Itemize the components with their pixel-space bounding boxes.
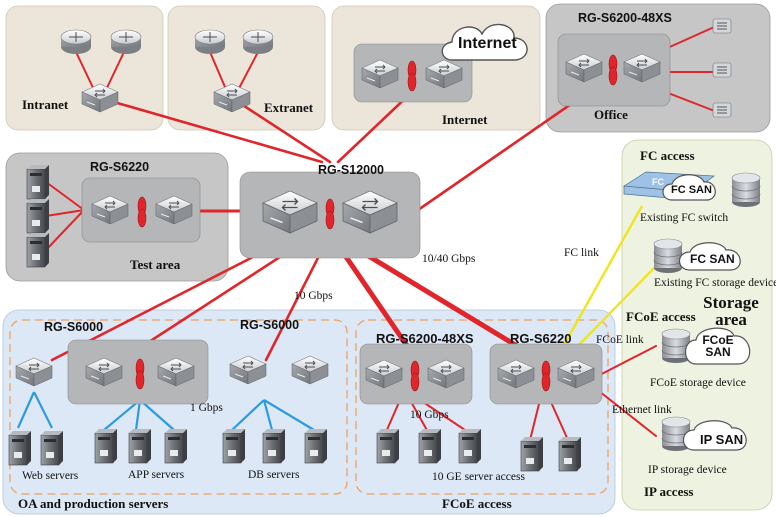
oa-dashed-box <box>9 319 348 495</box>
server-icon <box>558 436 582 472</box>
fcoe-link-label: FCoE link <box>596 334 644 346</box>
stack-link-icon <box>407 60 417 92</box>
server-icon <box>222 428 246 464</box>
patch-panel-icon <box>712 18 732 34</box>
ip-storage-label: IP storage device <box>648 464 727 476</box>
stack-link-icon <box>135 358 145 390</box>
fc-san-cloud-1 <box>662 174 716 201</box>
fcoe-switch-2-label: RG-S6220 <box>510 331 572 346</box>
stack-link-icon <box>608 54 618 86</box>
stack-link-icon <box>325 198 335 230</box>
server-icon <box>418 428 442 464</box>
stack-link-icon <box>541 360 551 392</box>
router-icon <box>110 29 142 55</box>
internet-label: Internet <box>442 112 488 127</box>
ip-access-label: IP access <box>644 484 694 499</box>
server-icon <box>40 430 64 466</box>
server-icon <box>26 164 50 200</box>
fc-san-label-2: FC SAN <box>690 252 735 266</box>
extranet-label: Extranet <box>264 100 314 115</box>
fc-san-cloud-2 <box>678 242 741 271</box>
server-link-label: 1 Gbps <box>190 402 223 414</box>
stack-link-icon <box>137 196 147 228</box>
web-servers-label: Web servers <box>22 470 79 482</box>
fcoe-san-cloud <box>684 327 751 365</box>
server-icon <box>164 428 188 464</box>
oa-production-label: OA and production servers <box>18 496 169 511</box>
app-servers-label: APP servers <box>128 469 185 481</box>
core-uplink-label: 10/40 Gbps <box>422 253 476 265</box>
fcoe-access-right-label: FCoE access <box>626 309 696 324</box>
cloud-icon <box>441 23 528 61</box>
db-servers-label: DB servers <box>248 469 300 481</box>
router-icon <box>194 29 226 55</box>
server-icon <box>128 428 152 464</box>
oa-switch-2-label: RG-S6000 <box>240 318 300 332</box>
office-label: Office <box>594 107 628 122</box>
core-switch-label: RG-S12000 <box>318 163 385 177</box>
server-icon <box>26 198 50 234</box>
server-icon <box>8 430 32 466</box>
storage-icon <box>731 172 761 208</box>
yellow-links <box>558 205 661 355</box>
patch-panel-icon <box>712 102 732 118</box>
test-switch-label: RG-S6220 <box>90 160 150 174</box>
storage-region <box>621 139 773 511</box>
ip-san-cloud <box>682 420 747 451</box>
test-area-label: Test area <box>130 257 181 272</box>
fc-storage-label: Existing FC storage device <box>654 277 776 289</box>
storage-area-label: Storage area <box>703 293 759 329</box>
storage-icon <box>653 238 683 274</box>
server-icon <box>520 436 544 472</box>
fc-switch-label: Existing FC switch <box>640 212 729 224</box>
fc-switch-badge: FC <box>652 177 664 187</box>
fc-access-label: FC access <box>640 148 695 163</box>
server-icon <box>304 428 328 464</box>
storage-icon <box>661 328 691 364</box>
server-icon <box>376 428 400 464</box>
fcoe-access-label: FCoE access <box>442 496 512 511</box>
fcoe-switch-1-label: RG-S6200-48XS <box>376 331 474 346</box>
server-icon <box>94 428 118 464</box>
fc-san-label-1: FC SAN <box>671 184 712 196</box>
stack-link-icon <box>410 360 420 392</box>
oa-uplink-label: 10 Gbps <box>294 290 333 302</box>
server-icon <box>262 428 286 464</box>
server-icon <box>458 428 482 464</box>
office-switch-label: RG-S6200-48XS <box>578 11 672 25</box>
server-icon <box>26 232 50 268</box>
patch-panel-icon <box>712 62 732 78</box>
ip-san-label: IP SAN <box>700 432 744 447</box>
oa-switch-1-label: RG-S6000 <box>44 320 104 334</box>
internet-cloud-label: Internet <box>458 35 517 52</box>
router-icon <box>60 29 92 55</box>
ethernet-link-label: Ethernet link <box>612 404 672 416</box>
fc-link-label: FC link <box>564 247 599 259</box>
fcoe-storage-label: FCoE storage device <box>650 377 746 389</box>
router-icon <box>242 29 274 55</box>
fcoe-san-label: FCoE SAN <box>702 333 734 359</box>
ten-ge-access-label: 10 GE server access <box>432 471 525 483</box>
fcoe-server-link-label: 10 Gbps <box>410 409 449 421</box>
blue-links <box>16 391 315 431</box>
intranet-label: Intranet <box>22 97 69 112</box>
